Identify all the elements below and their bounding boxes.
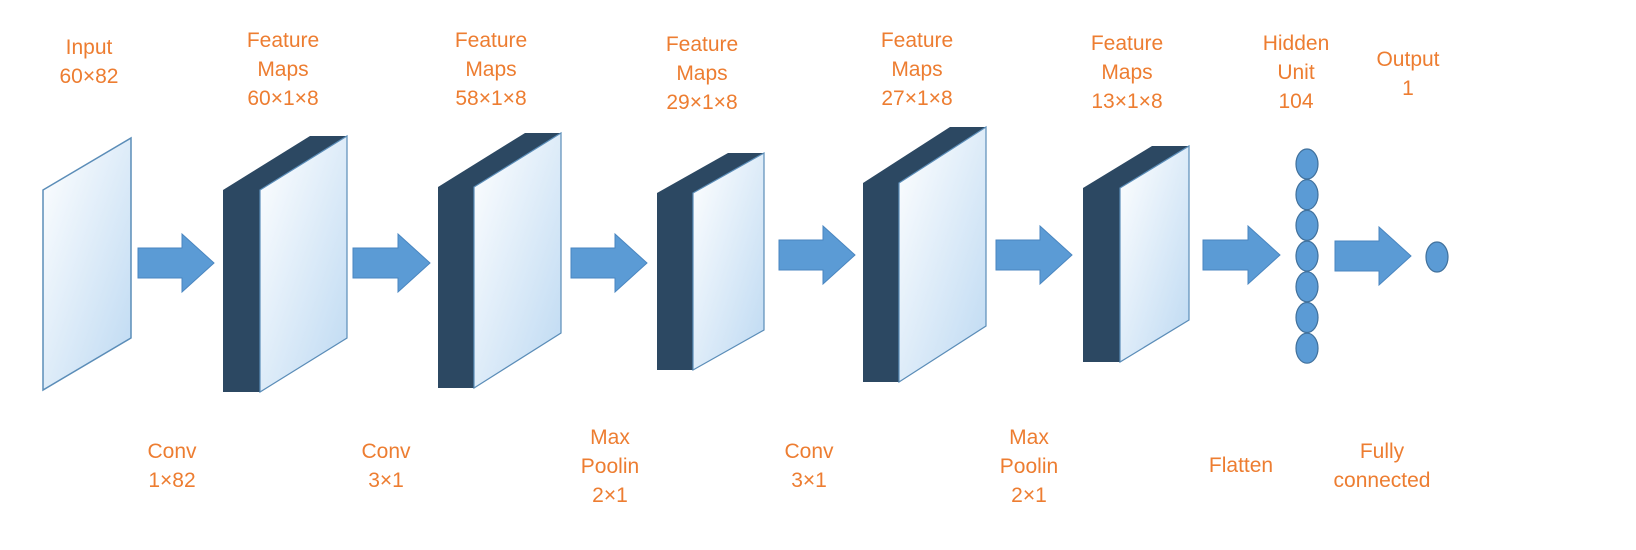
conv-3-label-line: Conv [784,440,834,463]
flow-arrow-7 [1334,225,1412,287]
fully-connected-label-line: connected [1333,469,1431,492]
output-label-line: 1 [1402,77,1414,100]
input-label-line: Input [65,36,113,59]
feature-maps-2-label-line: Feature [454,29,528,52]
flow-arrow-2 [352,232,431,294]
flow-arrow-5 [995,224,1073,286]
fully-connected-label: Fully connected [1334,437,1431,495]
maxpool-1-label-line: 2×1 [592,484,628,507]
feature-map-block-2-top [438,133,561,187]
flow-arrow-6 [1202,224,1281,286]
feature-map-block-3-front [692,151,765,372]
feature-map-block-2-side [438,187,474,388]
input-label: Input 60×82 [60,33,119,91]
conv-1-label: Conv 1×82 [147,437,196,495]
flow-arrow-1 [137,232,215,294]
feature-map-block-2-front [473,131,562,390]
feature-maps-4-label-line: Feature [880,29,954,52]
hidden-unit-node [1295,301,1319,334]
flatten-label-line: Flatten [1208,454,1274,477]
hidden-unit-node [1295,271,1319,303]
conv-1-label-line: 1×82 [148,469,196,492]
feature-maps-5-label-line: Maps [1101,61,1153,84]
conv-3-label: Conv 3×1 [784,437,833,495]
feature-maps-5-label-line: Feature [1090,32,1164,55]
hidden-unit-node [1295,148,1319,180]
output-label: Output 1 [1376,45,1439,103]
maxpool-1-label-line: Max [590,426,630,449]
fully-connected-label-line: Fully [1359,440,1405,463]
feature-maps-4-label-line: 27×1×8 [881,87,953,110]
hidden-unit-label-line: 104 [1278,90,1314,113]
feature-maps-3-label-line: Feature [665,33,739,56]
feature-map-block-4-top [863,127,986,183]
feature-map-block-5-top [1083,146,1189,188]
flow-arrow-4 [778,224,856,286]
input-plane [42,136,132,392]
conv-2-label: Conv 3×1 [361,437,410,495]
output-label-line: Output [1376,48,1440,71]
hidden-unit-label-line: Hidden [1262,32,1330,55]
feature-maps-1-label-line: Maps [257,58,309,81]
output-node [1425,241,1449,273]
feature-maps-3-label-line: Maps [676,62,728,85]
feature-map-block-3-top [657,153,764,193]
feature-map-block-1-side [223,190,260,392]
hidden-unit-node [1295,332,1319,364]
conv-2-label-line: 3×1 [368,469,404,492]
feature-map-block-4-front [898,125,987,384]
conv-3-label-line: 3×1 [791,469,827,492]
feature-map-block-1-top [223,136,347,190]
maxpool-2-label-line: Max [1009,426,1049,449]
feature-maps-4-label-line: Maps [891,58,943,81]
hidden-unit-node [1295,179,1319,211]
feature-map-block-1-front [259,134,348,394]
feature-maps-1-label-line: 60×1×8 [247,87,319,110]
hidden-unit-node [1295,240,1319,272]
flatten-label: Flatten [1209,451,1273,480]
feature-map-block-4-side [863,183,899,382]
feature-map-block-3-side [657,193,693,370]
hidden-unit-label-line: Unit [1277,61,1315,84]
hidden-unit-node [1295,209,1319,241]
feature-map-block-5-side [1083,188,1120,362]
flow-arrow-3 [570,232,648,294]
feature-maps-3-label-line: 29×1×8 [666,91,738,114]
feature-maps-2-label-line: 58×1×8 [455,87,527,110]
conv-2-label-line: Conv [361,440,411,463]
maxpool-1-label-line: Poolin [580,455,640,478]
input-label-line: 60×82 [59,65,119,88]
feature-maps-5-label-line: 13×1×8 [1091,90,1163,113]
feature-map-block-5-front [1119,144,1190,364]
maxpool-2-label-line: Poolin [999,455,1059,478]
feature-maps-2-label-line: Maps [465,58,517,81]
feature-maps-1-label-line: Feature [246,29,320,52]
maxpool-2-label-line: 2×1 [1011,484,1047,507]
conv-1-label-line: Conv [147,440,197,463]
